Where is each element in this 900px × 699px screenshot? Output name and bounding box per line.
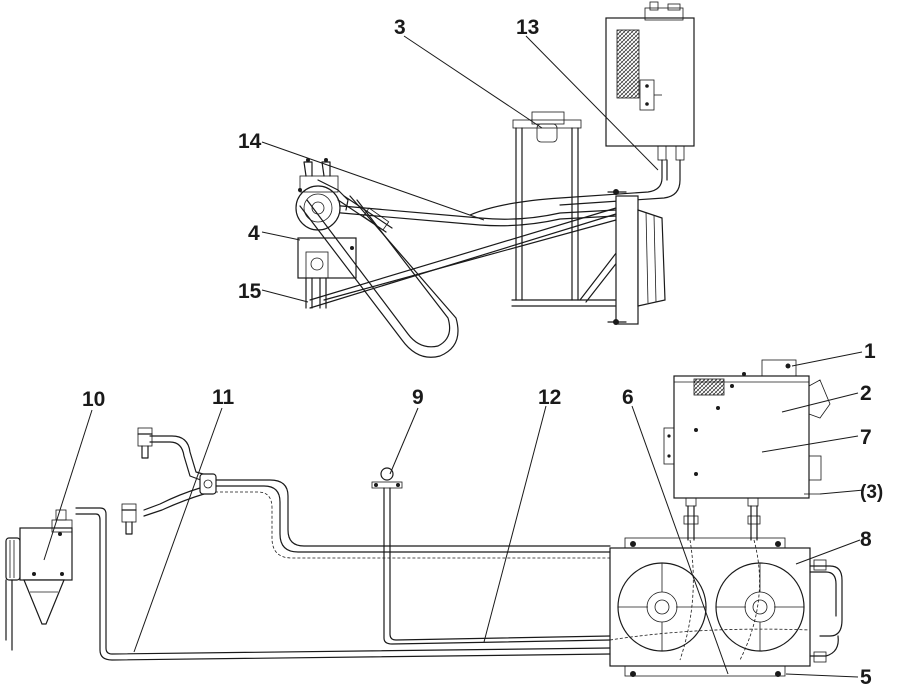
callout-7: 7 (860, 426, 872, 449)
callout-10: 10 (82, 388, 105, 411)
callout-9: 9 (412, 386, 424, 409)
callout-5: 5 (860, 666, 872, 689)
receiver-drier-top (605, 1, 695, 161)
condenser-frame (511, 111, 623, 307)
callout-14: 14 (238, 130, 262, 153)
callout-4: 4 (248, 222, 260, 245)
evaporator-unit (663, 359, 831, 507)
callout-6: 6 (622, 386, 634, 409)
compressor-top (295, 158, 393, 309)
expansion-valves (121, 427, 217, 535)
callout-8: 8 (860, 528, 872, 551)
callout-labels: 1 2 3 (3) 4 5 6 7 8 9 10 11 12 13 14 15 (82, 16, 883, 689)
callout-3-paren: (3) (860, 482, 883, 503)
condenser-bottom (609, 537, 843, 677)
pressure-switch (371, 467, 403, 489)
condenser-fan-top (607, 189, 666, 325)
drive-belt (299, 195, 459, 358)
callout-11: 11 (212, 386, 235, 409)
callout-1: 1 (864, 340, 876, 363)
callout-12: 12 (538, 386, 561, 409)
callout-3: 3 (394, 16, 406, 39)
evaporator-pipes (683, 505, 761, 541)
callout-13: 13 (516, 16, 539, 39)
receiver-pipes (469, 159, 681, 216)
callout-15: 15 (238, 280, 262, 303)
callout-2: 2 (860, 382, 872, 405)
bottom-lines (75, 435, 611, 661)
leader-lines (43, 35, 865, 678)
top-hoses (309, 204, 617, 309)
compressor-bottom (5, 509, 73, 651)
